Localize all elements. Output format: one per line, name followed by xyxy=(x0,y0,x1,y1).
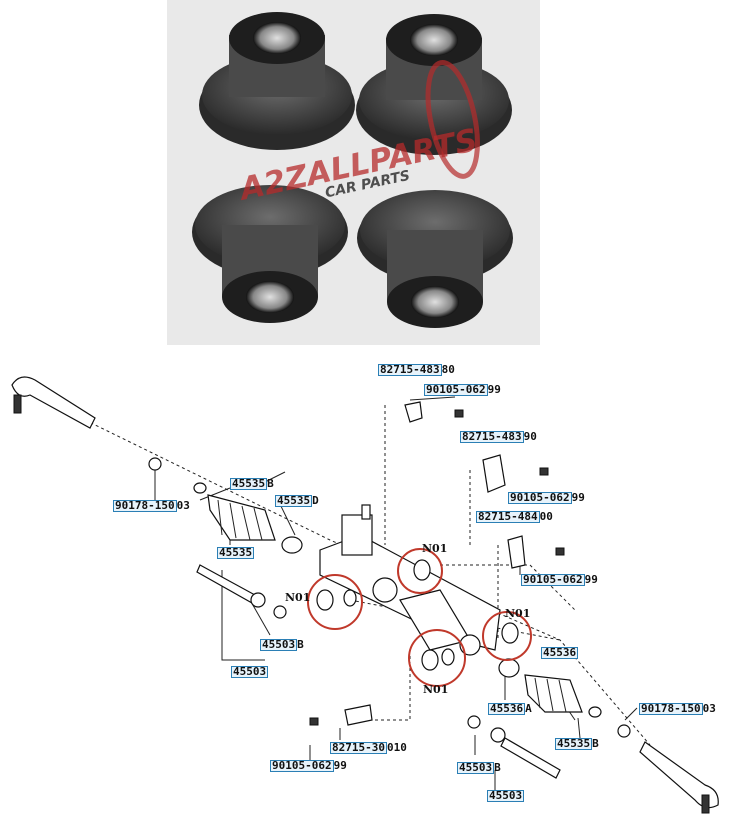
n01-callout: N01 xyxy=(422,542,448,555)
bushing-1 xyxy=(199,12,355,150)
clip-left xyxy=(193,482,207,494)
bushing-2 xyxy=(356,14,512,155)
bushing-n01-parts xyxy=(316,559,519,671)
n01-callout: N01 xyxy=(423,683,449,696)
highlight-circle xyxy=(482,611,532,661)
nut-left xyxy=(148,457,162,471)
diagram-drawing xyxy=(11,376,719,814)
bushings-image: A2ZALLPARTS CAR PARTS xyxy=(192,12,513,328)
part-label[interactable]: 45503 xyxy=(487,789,525,802)
nut-right xyxy=(617,724,631,738)
bracket-82715-48390 xyxy=(482,454,549,493)
inner-rod-left xyxy=(196,564,287,619)
clamp-d xyxy=(281,536,303,554)
part-label[interactable]: 45536 xyxy=(541,646,579,659)
bushing-3 xyxy=(192,185,348,323)
highlight-circle xyxy=(307,574,363,630)
product-photo: A2ZALLPARTS CAR PARTS xyxy=(167,0,540,345)
bracket-82715-48400 xyxy=(507,535,565,569)
highlight-circle xyxy=(408,629,466,687)
part-label[interactable]: 45535 xyxy=(217,546,255,559)
boot-right xyxy=(524,674,583,713)
boot-left xyxy=(207,494,276,541)
clamp-right xyxy=(498,658,520,678)
clip-right xyxy=(588,706,602,718)
rack-housing xyxy=(319,504,501,656)
part-label[interactable]: 45503 xyxy=(231,665,269,678)
n01-callout: N01 xyxy=(285,591,311,604)
highlight-circle xyxy=(397,548,443,594)
n01-callout: N01 xyxy=(505,607,531,620)
tie-rod-end-left xyxy=(11,376,96,429)
tie-rod-end-right xyxy=(639,741,719,814)
bracket-82715-48380 xyxy=(404,401,464,423)
inner-rod-right xyxy=(467,715,561,779)
bracket-82715-30010 xyxy=(309,704,373,726)
bushing-4 xyxy=(357,190,513,328)
